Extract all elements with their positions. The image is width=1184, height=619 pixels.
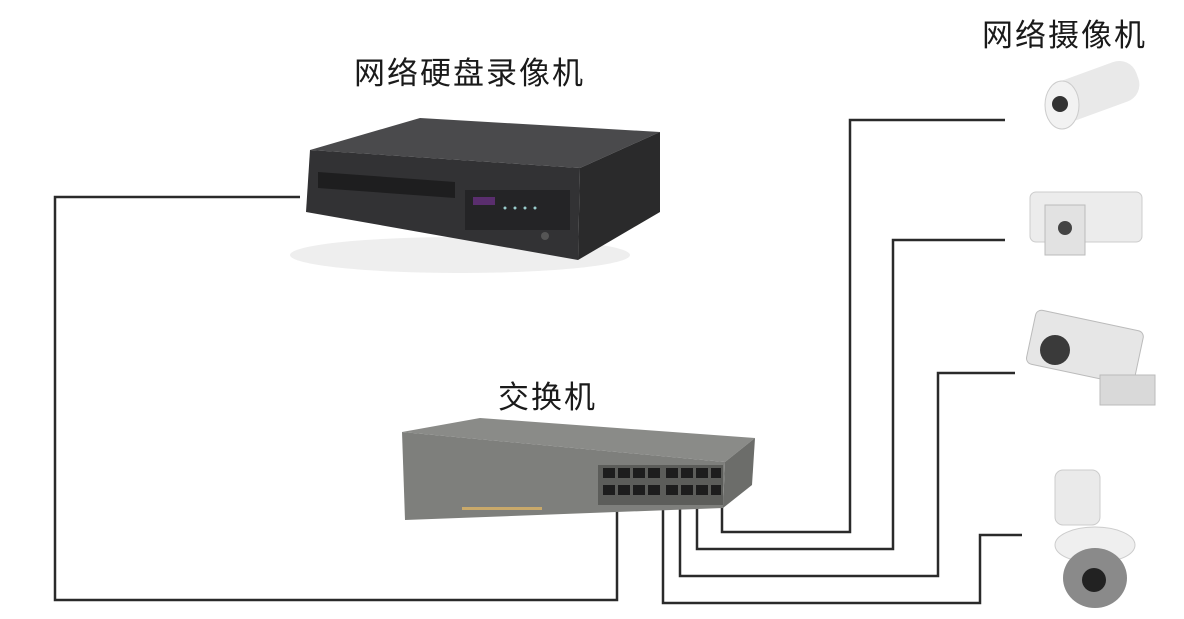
nvr-device: [290, 118, 660, 273]
wire-nvr-switch: [53, 195, 619, 602]
nvr-label: 网络硬盘录像机: [354, 56, 585, 92]
camera-bullet-2: [1029, 191, 1143, 256]
wires: [53, 118, 1022, 605]
wire-camera-4: [661, 497, 1022, 605]
wire-camera-3: [678, 371, 1015, 578]
camera-housing-3: [1025, 309, 1156, 406]
switch-label: 交换机: [498, 380, 597, 416]
switch-ports: [603, 468, 721, 495]
switch-device: [402, 418, 755, 520]
cameras-label: 网络摄像机: [982, 18, 1147, 54]
wire-camera-2: [695, 238, 1005, 551]
wire-camera-1: [720, 118, 1005, 534]
camera-bullet-1: [1044, 60, 1140, 130]
camera-dome-4: [1054, 469, 1136, 608]
